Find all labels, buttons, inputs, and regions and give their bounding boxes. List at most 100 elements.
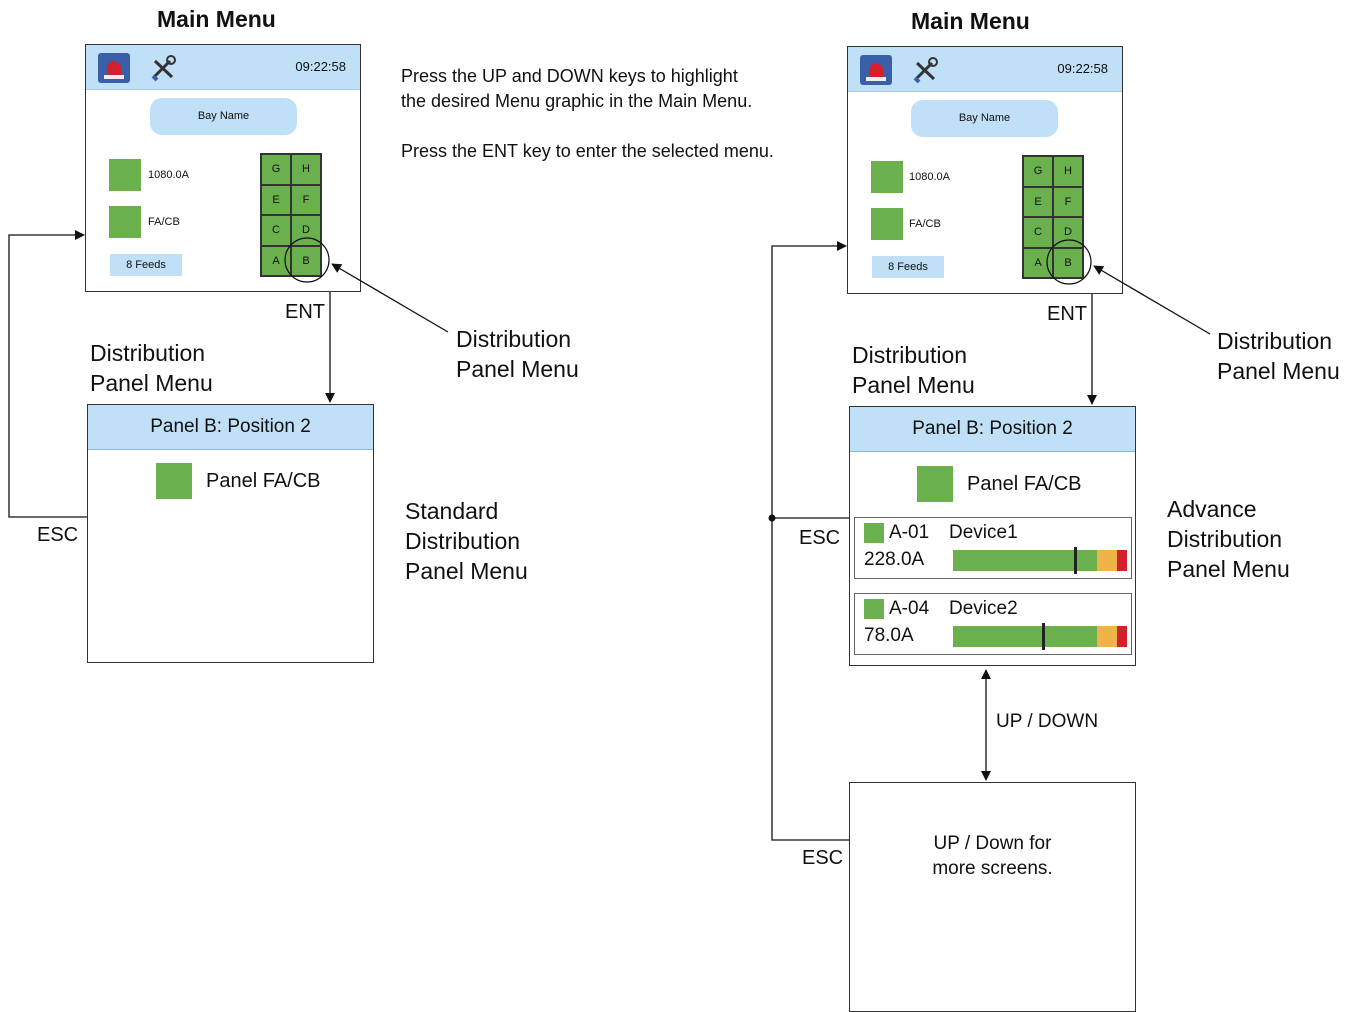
instruction-line2: the desired Menu graphic in the Main Men… xyxy=(401,91,753,111)
right-dist-label-line1: Distribution xyxy=(852,342,968,368)
current-value: 1080.0A xyxy=(909,171,950,183)
right-caption-line2: Distribution xyxy=(1167,526,1283,552)
left-main-menu-title: Main Menu xyxy=(157,6,276,32)
device-status-indicator xyxy=(864,523,884,543)
panel-facb-label: Panel FA/CB xyxy=(967,473,1082,495)
device-row[interactable]: A-04 Device2 78.0A xyxy=(854,593,1132,655)
right-esc2-label: ESC xyxy=(802,847,844,869)
instruction-line3: Press the ENT key to enter the selected … xyxy=(401,141,774,161)
status-indicator-facb xyxy=(871,208,903,240)
panel-c-button[interactable]: C xyxy=(1023,217,1053,248)
right-more-screen: UP / Down for more screens. xyxy=(849,782,1136,1012)
left-caption-line1: Standard xyxy=(405,498,499,524)
clock: 09:22:58 xyxy=(1057,61,1108,76)
left-dist-label-line2: Panel Menu xyxy=(90,370,213,396)
panel-a-button[interactable]: A xyxy=(261,245,291,276)
right-dist-label: Distribution Panel Menu xyxy=(852,340,975,400)
right-pointer-label-line1: Distribution xyxy=(1217,328,1333,354)
load-needle xyxy=(1074,547,1077,574)
alarm-icon[interactable] xyxy=(860,55,892,85)
left-caption-line2: Distribution xyxy=(405,528,521,554)
panel-b-button[interactable]: B xyxy=(1053,247,1083,278)
right-caption-line1: Advance xyxy=(1167,496,1257,522)
panel-facb-label: Panel FA/CB xyxy=(206,470,321,492)
left-dist-label-line1: Distribution xyxy=(90,340,206,366)
panel-f-button[interactable]: F xyxy=(291,184,321,215)
left-dist-label: Distribution Panel Menu xyxy=(90,338,213,398)
panel-grid: G H E F C D A B xyxy=(260,153,322,277)
panel-status-indicator xyxy=(917,466,953,502)
panel-h-button[interactable]: H xyxy=(1053,156,1083,187)
clock: 09:22:58 xyxy=(295,59,346,74)
status-bar: 09:22:58 xyxy=(848,47,1122,92)
device-status-indicator xyxy=(864,599,884,619)
panel-c-button[interactable]: C xyxy=(261,215,291,246)
right-dist-label-line2: Panel Menu xyxy=(852,372,975,398)
left-caption: Standard Distribution Panel Menu xyxy=(405,496,528,586)
left-pointer-label-line1: Distribution xyxy=(456,326,572,352)
left-pointer-label: Distribution Panel Menu xyxy=(456,324,579,384)
tools-icon[interactable] xyxy=(148,53,178,83)
left-main-menu-screen: 09:22:58 Bay Name 1080.0A FA/CB 8 Feeds … xyxy=(85,44,361,292)
facb-label: FA/CB xyxy=(909,218,941,230)
panel-h-button[interactable]: H xyxy=(291,154,321,185)
device-name: Device1 xyxy=(949,522,1018,543)
status-bar: 09:22:58 xyxy=(86,45,360,90)
load-needle xyxy=(1042,623,1045,650)
panel-e-button[interactable]: E xyxy=(261,184,291,215)
panel-g-button[interactable]: G xyxy=(261,154,291,185)
panel-g-button[interactable]: G xyxy=(1023,156,1053,187)
right-main-menu-title: Main Menu xyxy=(911,8,1030,34)
device-current: 78.0A xyxy=(864,625,914,646)
facb-label: FA/CB xyxy=(148,216,180,228)
device-id: A-04 xyxy=(889,598,930,619)
bay-name-button[interactable]: Bay Name xyxy=(150,98,297,135)
alarm-icon[interactable] xyxy=(98,53,130,83)
panel-header: Panel B: Position 2 xyxy=(850,407,1135,452)
right-caption-line3: Panel Menu xyxy=(1167,556,1290,582)
instruction-line1: Press the UP and DOWN keys to highlight xyxy=(401,66,738,86)
right-caption: Advance Distribution Panel Menu xyxy=(1167,494,1290,584)
right-ent-label: ENT xyxy=(1047,303,1087,325)
panel-b-button[interactable]: B xyxy=(291,245,321,276)
right-pointer-label-line2: Panel Menu xyxy=(1217,358,1340,384)
right-esc1-label: ESC xyxy=(799,527,841,549)
panel-grid: G H E F C D A B xyxy=(1022,155,1084,279)
junction-dot xyxy=(768,514,776,522)
feeds-button[interactable]: 8 Feeds xyxy=(872,256,944,278)
status-indicator-current xyxy=(871,161,903,193)
more-screens-text: UP / Down for more screens. xyxy=(850,831,1135,881)
left-esc-arrow xyxy=(8,230,87,518)
right-main-menu-screen: 09:22:58 Bay Name 1080.0A FA/CB 8 Feeds … xyxy=(847,46,1123,294)
instructions: Press the UP and DOWN keys to highlight … xyxy=(401,64,774,164)
updown-label: UP / DOWN xyxy=(996,711,1099,732)
status-indicator-current xyxy=(109,159,141,191)
device-id: A-01 xyxy=(889,522,930,543)
right-panel-screen: Panel B: Position 2 Panel FA/CB A-01 Dev… xyxy=(849,406,1136,666)
feeds-button[interactable]: 8 Feeds xyxy=(110,254,182,276)
right-pointer-label: Distribution Panel Menu xyxy=(1217,326,1340,386)
panel-d-button[interactable]: D xyxy=(291,215,321,246)
left-pointer-label-line2: Panel Menu xyxy=(456,356,579,382)
tools-icon[interactable] xyxy=(910,55,940,85)
status-indicator-facb xyxy=(109,206,141,238)
device-name: Device2 xyxy=(949,598,1018,619)
panel-f-button[interactable]: F xyxy=(1053,186,1083,217)
panel-e-button[interactable]: E xyxy=(1023,186,1053,217)
bay-name-button[interactable]: Bay Name xyxy=(911,100,1058,137)
left-esc-label: ESC xyxy=(37,524,79,546)
left-panel-screen: Panel B: Position 2 Panel FA/CB xyxy=(87,404,374,663)
left-caption-line3: Panel Menu xyxy=(405,558,528,584)
device-row[interactable]: A-01 Device1 228.0A xyxy=(854,517,1132,579)
left-ent-label: ENT xyxy=(285,301,325,323)
panel-a-button[interactable]: A xyxy=(1023,247,1053,278)
device-current: 228.0A xyxy=(864,549,925,570)
panel-d-button[interactable]: D xyxy=(1053,217,1083,248)
current-value: 1080.0A xyxy=(148,169,189,181)
more-screens-line2: more screens. xyxy=(932,858,1053,879)
panel-status-indicator xyxy=(156,463,192,499)
panel-header: Panel B: Position 2 xyxy=(88,405,373,450)
device-load-bar xyxy=(953,547,1127,574)
device-load-bar xyxy=(953,623,1127,650)
more-screens-line1: UP / Down for xyxy=(933,833,1052,854)
